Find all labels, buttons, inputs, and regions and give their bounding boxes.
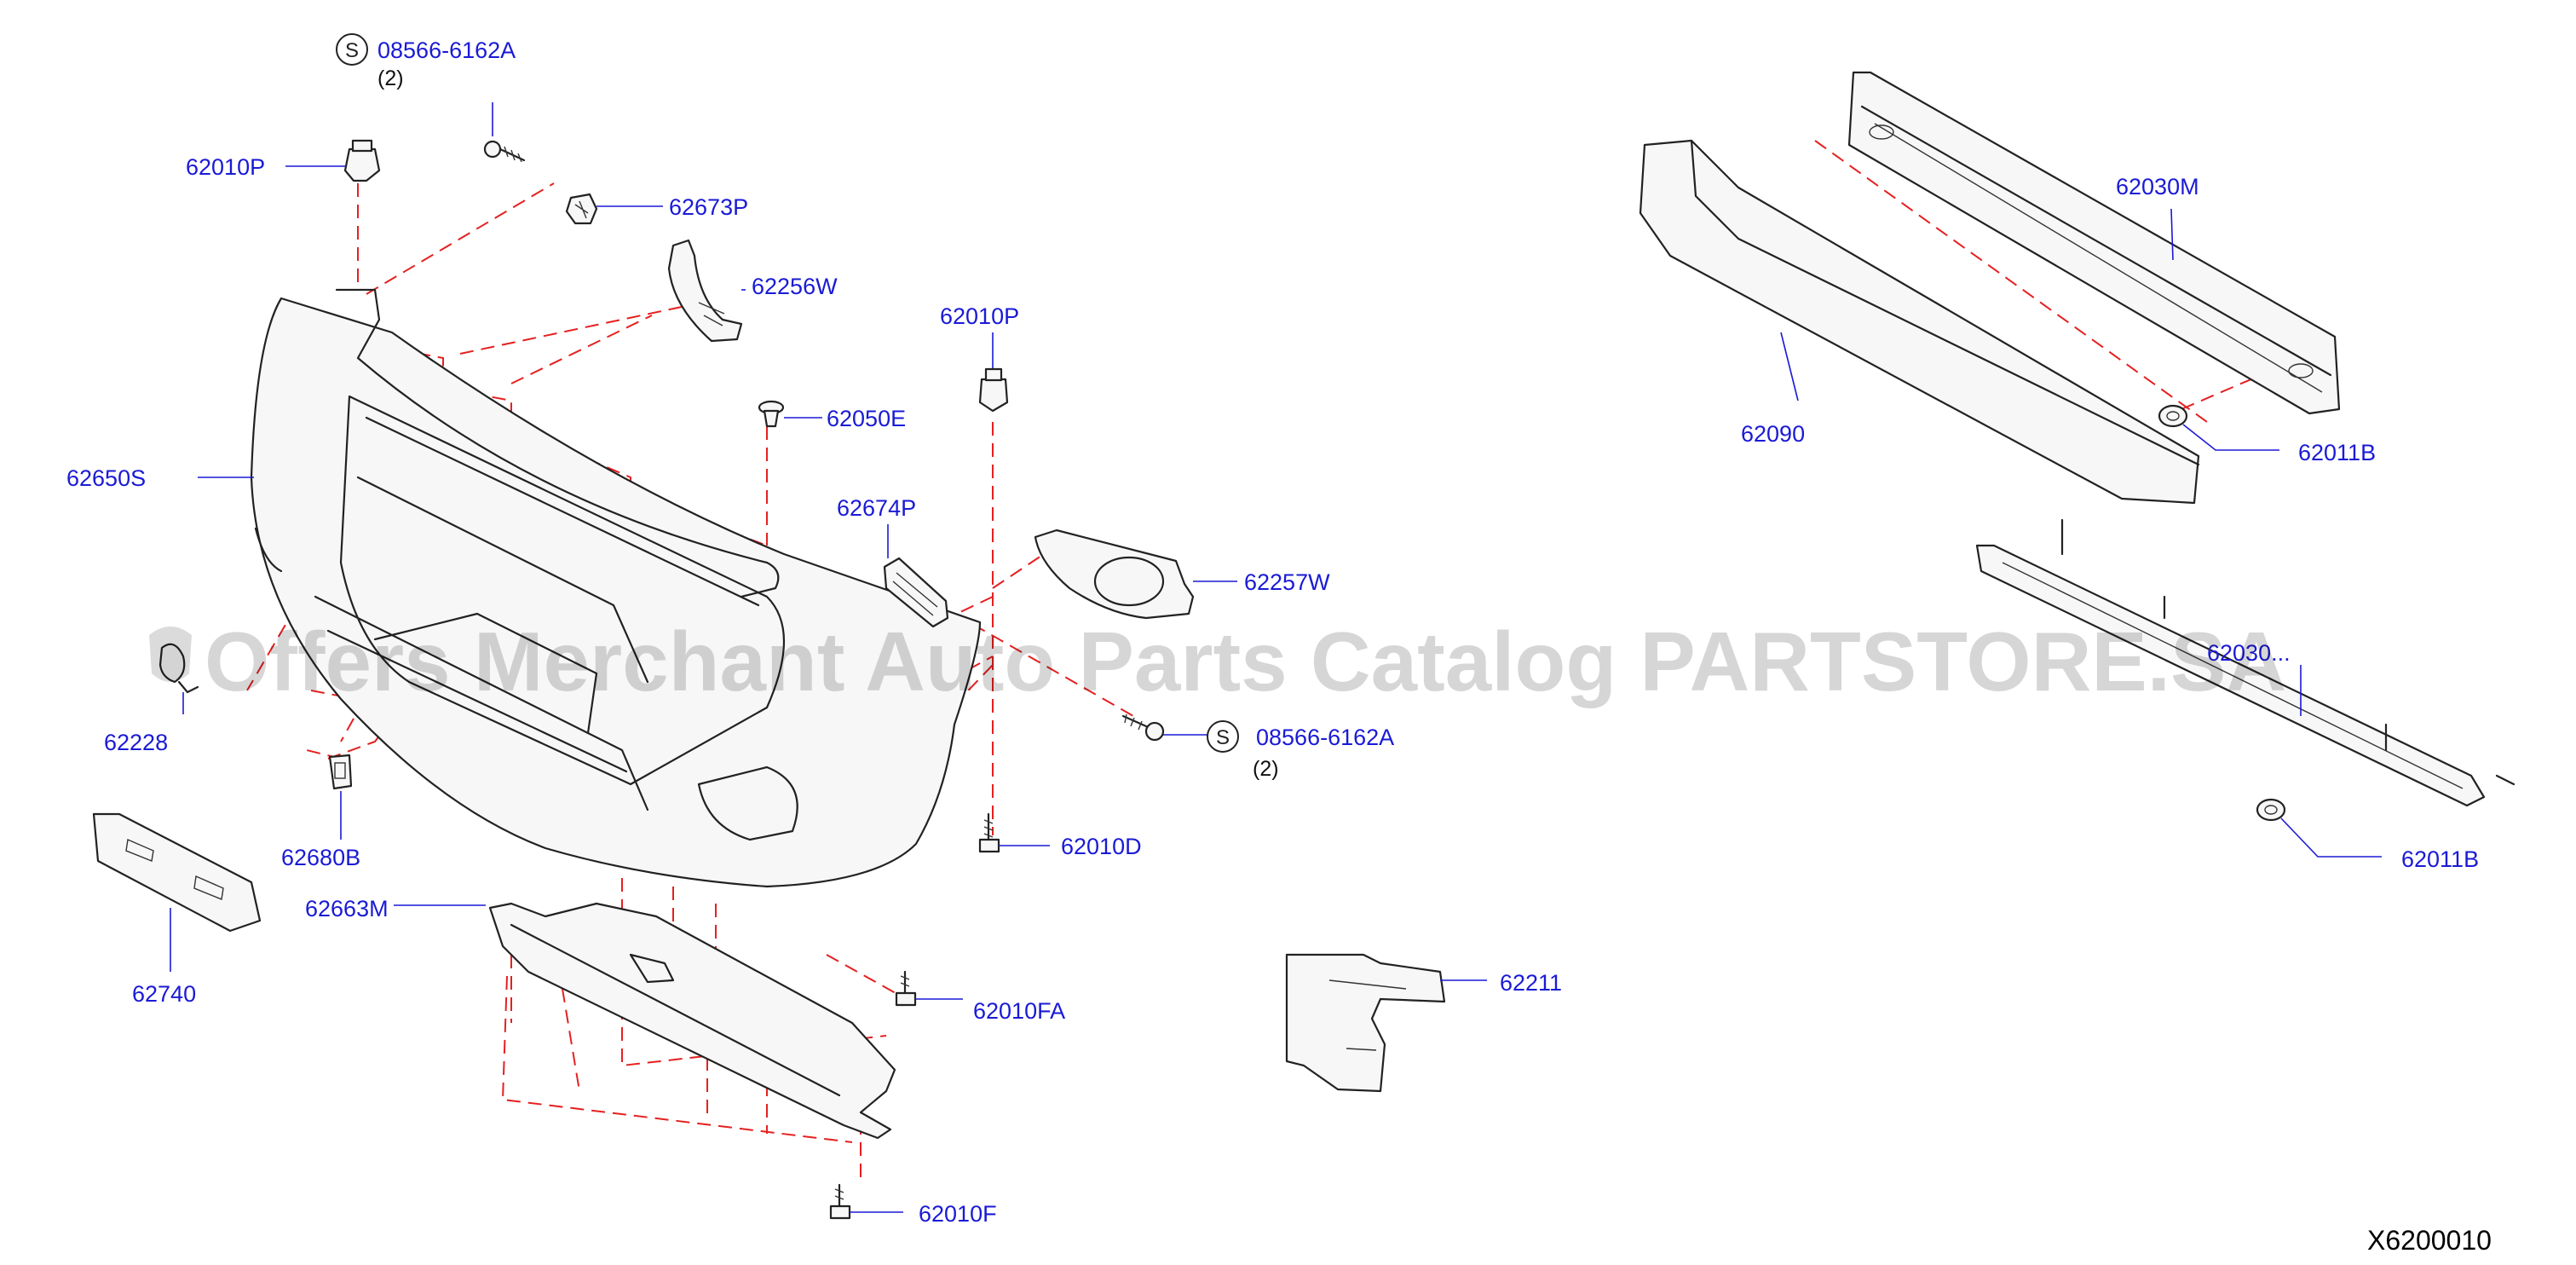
label-62030-partial[interactable]: 62030... <box>2207 640 2291 666</box>
watermark-badge <box>149 627 192 682</box>
bracket-62680b <box>328 754 353 790</box>
emblem-62228 <box>158 643 199 694</box>
reinforcement-62030m <box>1847 71 2341 415</box>
label-62010p-left[interactable]: 62010P <box>186 154 265 180</box>
label-62010p-middle[interactable]: 62010P <box>940 303 1019 329</box>
label-62211[interactable]: 62211 <box>1500 970 1562 996</box>
clip-62050e <box>758 400 785 428</box>
bolt-62010d <box>978 812 1000 853</box>
leader-lines <box>170 102 2382 1213</box>
label-62650s[interactable]: 62650S <box>66 465 146 491</box>
s-symbol-right: S <box>1207 720 1239 753</box>
bracket-62673p <box>565 193 598 225</box>
part-labels: 08566-6162A (2) 62010P 62673P 62256W 620… <box>66 38 2479 1227</box>
stay-62030-lower <box>1975 518 2515 807</box>
label-s-right[interactable]: 08566-6162A <box>1256 725 1394 750</box>
label-62010f[interactable]: 62010F <box>919 1201 997 1227</box>
label-62228[interactable]: 62228 <box>104 730 168 755</box>
label-62674p[interactable]: 62674P <box>837 495 916 521</box>
undercover-62663m <box>488 902 896 1140</box>
label-62257w[interactable]: 62257W <box>1244 569 1330 595</box>
label-62010d[interactable]: 62010D <box>1061 834 1142 859</box>
bracket-62211 <box>1285 953 1446 1093</box>
label-s-right-qty: (2) <box>1253 757 1279 781</box>
label-62740[interactable]: 62740 <box>132 981 196 1007</box>
label-s-top[interactable]: 08566-6162A <box>377 38 516 63</box>
grille-piece-62256w <box>667 239 743 343</box>
screw-top <box>483 140 526 163</box>
front-bumper-fascia <box>250 288 982 888</box>
s-symbol-top: S <box>336 33 368 66</box>
label-s-top-qty: (2) <box>377 66 404 90</box>
svg-text:S: S <box>345 39 359 62</box>
bolt-62010fa <box>895 970 917 1007</box>
nut-62011b-top <box>2158 404 2188 428</box>
energy-absorber-62090 <box>1639 139 2200 505</box>
license-bracket-62740 <box>92 812 262 933</box>
label-62673p[interactable]: 62673P <box>669 194 748 220</box>
fog-lamp-cover-62257w <box>1034 529 1195 620</box>
label-62011b-top[interactable]: 62011B <box>2298 440 2376 465</box>
bolt-62010f <box>829 1183 851 1220</box>
clip-62010p-left <box>343 139 381 182</box>
label-62680b[interactable]: 62680B <box>281 845 360 870</box>
clip-62010p-middle <box>978 367 1009 413</box>
label-62030m[interactable]: 62030M <box>2116 174 2199 199</box>
label-62010fa[interactable]: 62010FA <box>973 998 1065 1024</box>
svg-text:S: S <box>1216 726 1230 749</box>
screw-right <box>1121 713 1165 742</box>
watermark-text: Offers Merchant Auto Parts Catalog PARTS… <box>205 615 2286 708</box>
label-62050e[interactable]: 62050E <box>827 406 906 431</box>
label-62011b-bottom[interactable]: 62011B <box>2401 846 2479 872</box>
label-62090[interactable]: 62090 <box>1741 421 1805 447</box>
bracket-62674p <box>883 557 949 628</box>
label-62256w[interactable]: 62256W <box>752 274 838 299</box>
nut-62011b-bottom <box>2256 798 2286 822</box>
drawing-code: X6200010 <box>2367 1225 2492 1256</box>
label-62663m[interactable]: 62663M <box>305 896 389 921</box>
